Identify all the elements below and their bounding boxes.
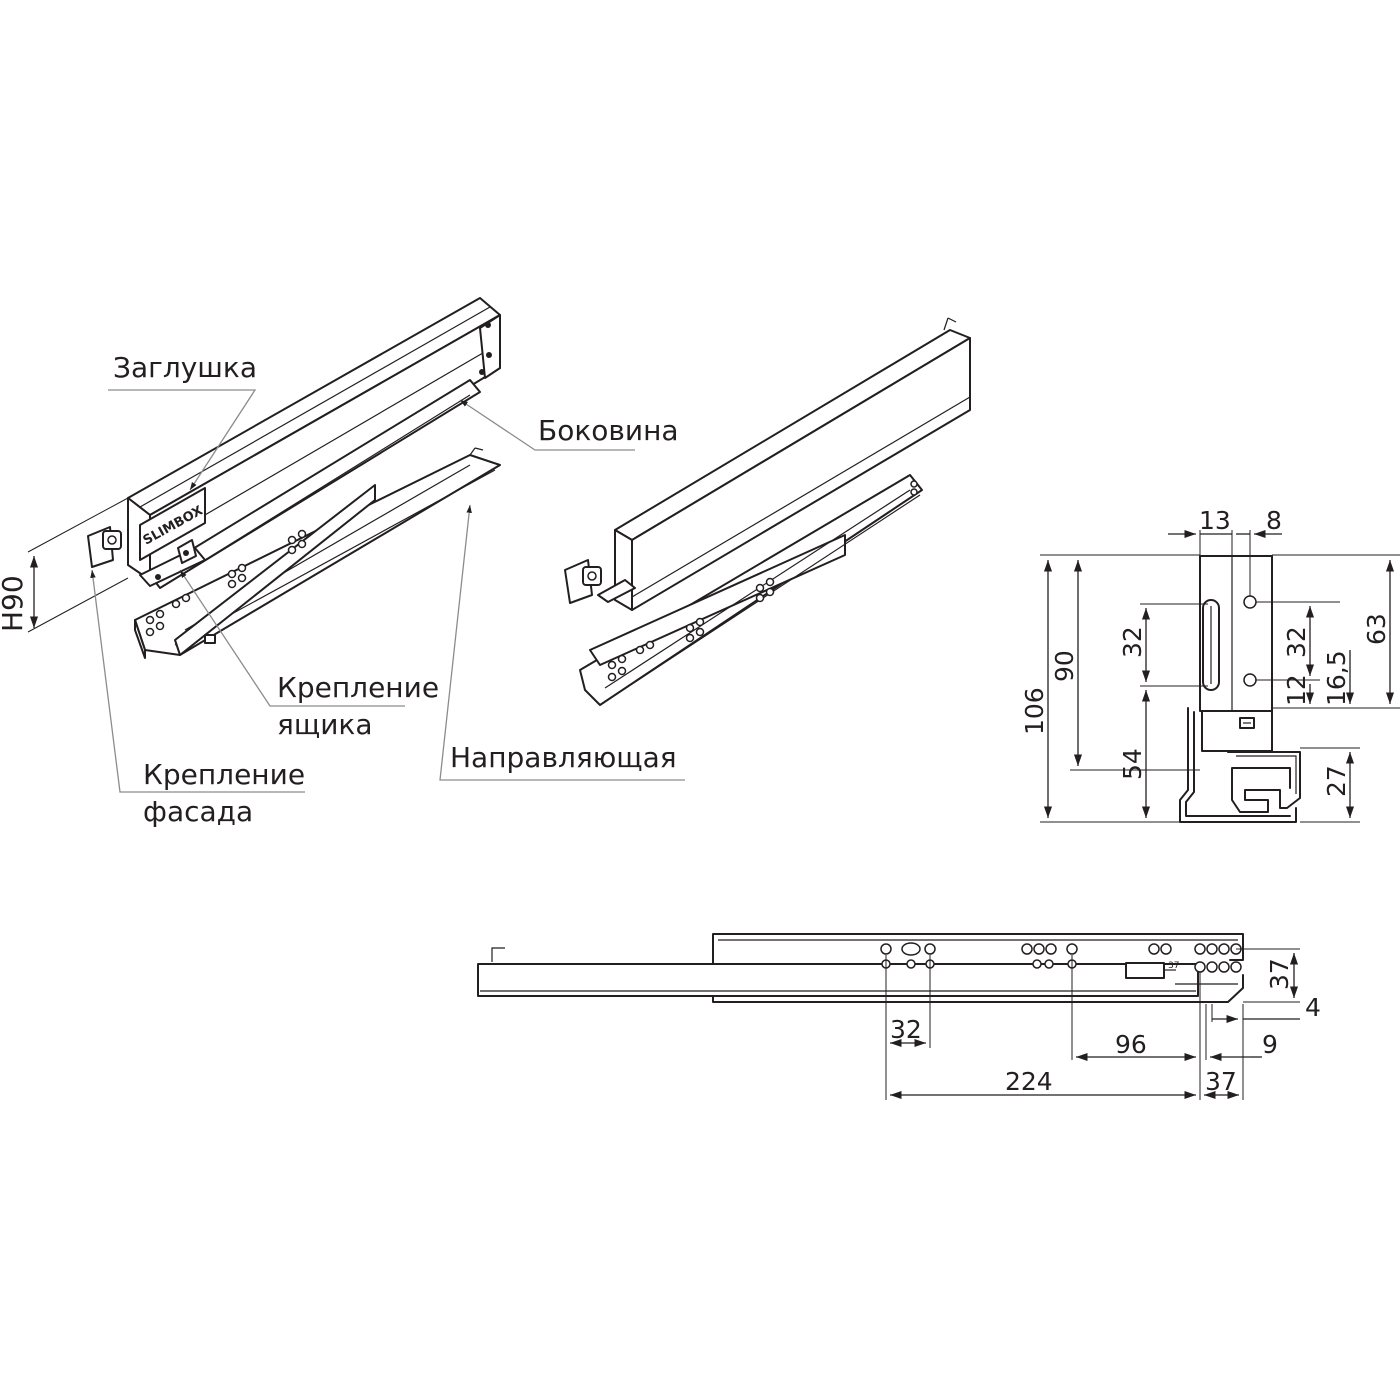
dim-37-right: 37 <box>1265 958 1294 990</box>
dim-32-runner: 32 <box>890 1015 922 1044</box>
left-runner-holes <box>145 529 307 637</box>
small-mark: 37 <box>1168 961 1179 971</box>
callout-drawer-mount-line1: Крепление <box>277 671 439 704</box>
dim-4: 4 <box>1305 993 1321 1022</box>
callout-plug: Заглушка <box>113 351 257 384</box>
callout-drawer-mount-line2: ящика <box>277 708 372 741</box>
dim-96: 96 <box>1115 1030 1147 1059</box>
plug-cap <box>139 487 206 561</box>
callout-leaders <box>90 389 685 793</box>
callout-runner: Направляющая <box>450 741 677 774</box>
dim-27: 27 <box>1322 765 1351 797</box>
dim-16-5: 16,5 <box>1322 650 1351 706</box>
dim-9: 9 <box>1262 1030 1278 1059</box>
dim-13: 13 <box>1199 506 1231 535</box>
right-runner-holes <box>607 577 775 682</box>
dim-224: 224 <box>1005 1067 1053 1096</box>
dim-54: 54 <box>1118 748 1147 780</box>
left-side-panel: SLIMBOX <box>127 297 501 589</box>
dim-37-bottom: 37 <box>1205 1067 1237 1096</box>
dim-32-left: 32 <box>1118 626 1147 658</box>
runner-holes <box>880 942 1242 973</box>
drawer-mount-clip <box>139 539 206 587</box>
left-drawer-side-assembly: SLIMBOX <box>0 297 685 828</box>
dim-63: 63 <box>1362 613 1391 645</box>
dim-90: 90 <box>1050 650 1079 682</box>
facade-mount-bracket <box>87 526 122 568</box>
section-view: 13 8 106 90 32 54 32 12 16,5 63 27 <box>1020 506 1400 823</box>
callout-facade-mount-line2: фасада <box>143 795 253 828</box>
dim-12: 12 <box>1282 674 1311 706</box>
runner-side-view: 37 <box>477 933 1321 1100</box>
dim-8: 8 <box>1266 506 1282 535</box>
height-dimension: H90 <box>0 497 129 633</box>
callout-side-panel: Боковина <box>538 414 679 447</box>
left-runner <box>134 447 501 659</box>
callout-facade-mount-line1: Крепление <box>143 758 305 791</box>
height-label: H90 <box>0 575 29 632</box>
dim-32-right: 32 <box>1282 626 1311 658</box>
dim-106: 106 <box>1020 687 1049 735</box>
right-drawer-side-assembly <box>564 317 971 706</box>
